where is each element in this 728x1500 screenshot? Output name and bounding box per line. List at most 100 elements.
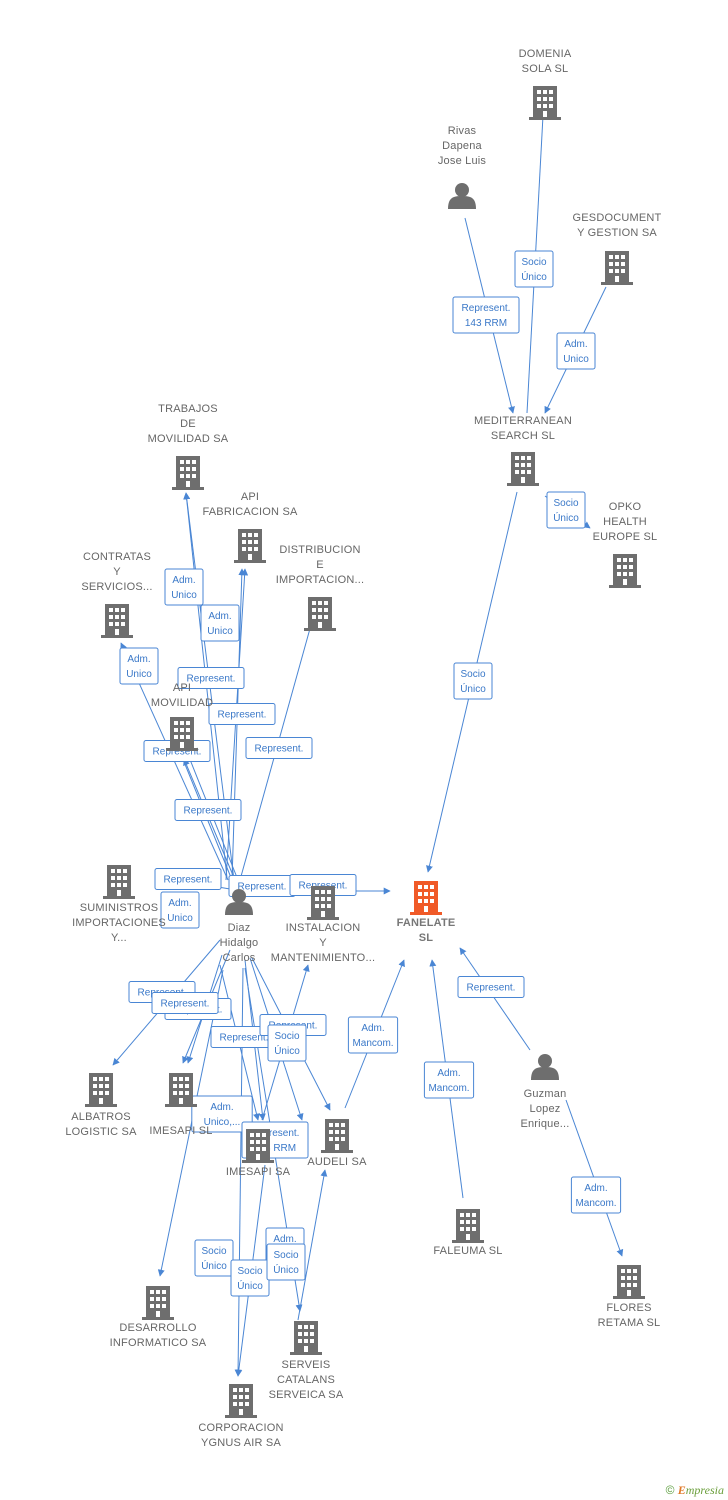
edge-label-text: Socio — [274, 1031, 299, 1042]
edge-label-box — [151, 992, 219, 1014]
building-icon — [507, 452, 539, 486]
edge-label-text: Unico,... — [204, 1117, 241, 1128]
node-label: DE — [180, 418, 196, 430]
edge-label-text: Socio — [553, 498, 578, 509]
edge-labels-layer: Represent.143 RRMSocioÚnicoAdm.UnicoSoci… — [119, 250, 622, 1297]
edge-label[interactable]: Represent. — [154, 868, 222, 890]
edge-label-text: Represent. — [255, 744, 304, 755]
edge-label-text: Represent. — [462, 303, 511, 314]
node-corporacion[interactable]: CORPORACION YGNUS AIR SA — [198, 1384, 283, 1449]
edge-label-text: Represent. — [161, 999, 210, 1010]
node-suministros[interactable]: SUMINISTROSIMPORTACIONESY... — [72, 865, 166, 944]
edge-label[interactable]: Adm.Mancom. — [423, 1061, 475, 1099]
edge-label-text: Adm. — [584, 1183, 607, 1194]
edge-label[interactable]: Represent. — [457, 976, 525, 998]
building-icon — [410, 881, 442, 915]
building-icon — [172, 456, 204, 490]
edge-label-text: Unico — [563, 354, 589, 365]
edge-label[interactable]: Represent. 143 RRM — [452, 296, 520, 334]
node-label: SERVEIS — [282, 1359, 331, 1371]
node-label: Guzman — [524, 1088, 567, 1100]
edge-label[interactable]: Adm.Unico — [119, 647, 159, 685]
node-label: CORPORACION — [198, 1422, 283, 1434]
edge-label[interactable]: Represent. — [245, 737, 313, 759]
edge-label[interactable]: Represent. — [151, 992, 219, 1014]
node-label: Hidalgo — [220, 937, 259, 949]
building-icon — [290, 1321, 322, 1355]
edge-label[interactable]: Represent. — [228, 875, 296, 897]
node-guzman[interactable]: GuzmanLopezEnrique... — [520, 1054, 569, 1130]
node-contratas[interactable]: CONTRATASYSERVICIOS... — [81, 551, 152, 638]
node-instalacion[interactable]: INSTALACIONYMANTENIMIENTO... — [271, 886, 375, 964]
node-audeli[interactable]: AUDELI SA — [307, 1119, 367, 1168]
node-label: MANTENIMIENTO... — [271, 952, 375, 964]
edge-label-text: Adm. — [127, 654, 150, 665]
edge-label-text: Represent. — [164, 875, 213, 886]
edge-label-box — [570, 1176, 622, 1214]
edge-label[interactable]: Adm.Mancom. — [570, 1176, 622, 1214]
building-icon — [103, 865, 135, 899]
node-faleuma[interactable]: FALEUMA SL — [433, 1209, 502, 1257]
node-label: SOLA SL — [522, 63, 569, 75]
edge-label-text: Adm. — [273, 1234, 296, 1245]
edge-label-text: Mancom. — [352, 1038, 393, 1049]
node-label: CATALANS — [277, 1374, 335, 1386]
node-distribucion[interactable]: DISTRIBUCIONEIMPORTACION... — [276, 544, 365, 631]
building-icon — [166, 717, 198, 751]
edge-label-text: Unico — [171, 590, 197, 601]
edge-label-text: Represent. — [220, 1033, 269, 1044]
edge-serveis-to-audeli — [297, 1169, 328, 1321]
edge-label-box — [556, 332, 596, 370]
edge-label-text: Represent. — [184, 806, 233, 817]
edge-label[interactable]: Represent. — [208, 703, 276, 725]
edge-label-text: 143 RRM — [254, 1143, 296, 1154]
edge-label-text: Adm. — [361, 1023, 384, 1034]
node-imesapisl[interactable]: IMESAPI SL — [149, 1073, 212, 1137]
edge-label[interactable]: Adm.Unico — [200, 604, 240, 642]
edge-label[interactable]: Adm.Unico,... — [191, 1095, 253, 1133]
copyright-icon: © — [665, 1483, 675, 1497]
edge-label-text: 143 RRM — [465, 318, 507, 329]
building-icon — [101, 604, 133, 638]
node-label: SUMINISTROS — [80, 902, 159, 914]
building-icon — [165, 1073, 197, 1107]
edge-label[interactable]: Represent. — [174, 799, 242, 821]
edge-label[interactable]: Adm. Mancom. — [347, 1016, 399, 1054]
brand-logo[interactable]: Empresia — [677, 1483, 724, 1497]
edge-label[interactable]: Represent. — [177, 667, 245, 689]
edge-label-box — [174, 799, 242, 821]
node-label: DISTRIBUCION — [279, 544, 360, 556]
edge-label[interactable]: Adm.Unico — [556, 332, 596, 370]
building-icon — [452, 1209, 484, 1243]
edge-label-box — [245, 737, 313, 759]
edge-label[interactable]: Adm.Unico — [160, 891, 200, 929]
person-icon — [531, 1054, 559, 1080]
node-label: MOVILIDAD SA — [148, 433, 229, 445]
node-imesapisa[interactable]: IMESAPI SA — [226, 1129, 291, 1178]
edge-label[interactable]: Adm.Unico — [164, 568, 204, 606]
node-label: YGNUS AIR SA — [201, 1437, 281, 1449]
node-label: Y — [319, 937, 327, 949]
